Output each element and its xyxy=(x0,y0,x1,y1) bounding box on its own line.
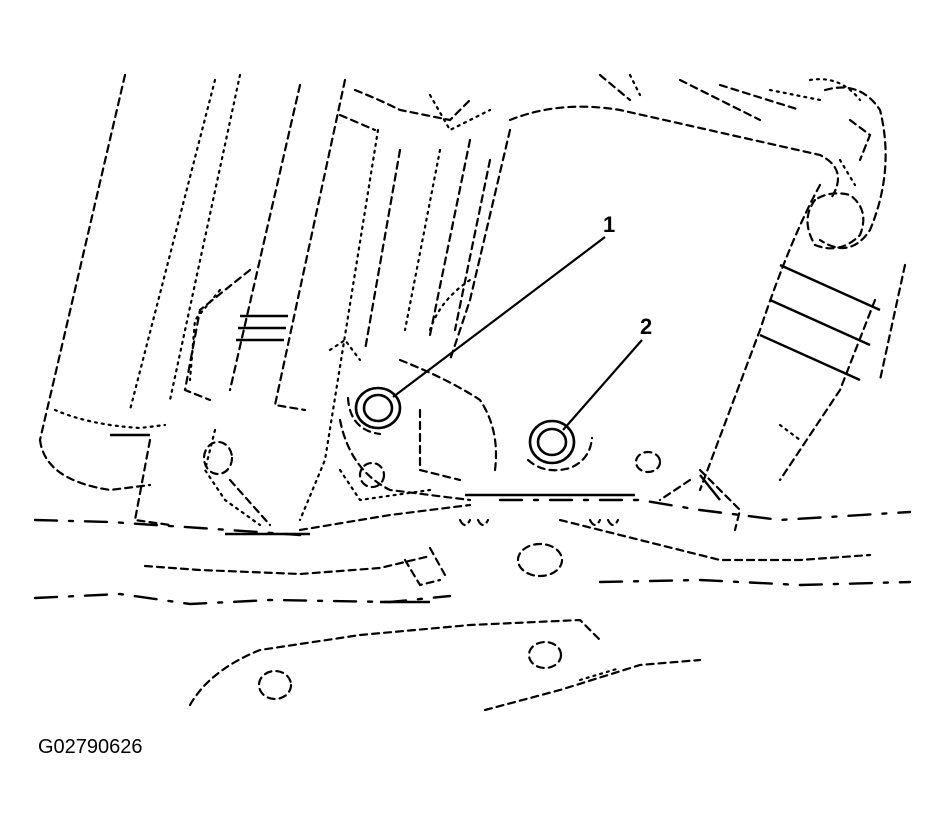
figure-id-label: G02790626 xyxy=(38,736,143,758)
bolt-2 xyxy=(526,419,594,472)
clamp-assembly xyxy=(806,78,887,250)
frame-rail xyxy=(33,493,912,712)
right-pipe xyxy=(428,73,907,532)
callout-number-1: 1 xyxy=(603,212,615,237)
left-tube-assembly xyxy=(38,73,380,527)
fastener-details xyxy=(202,440,662,701)
callout-number-2: 2 xyxy=(640,314,652,339)
bolt-1 xyxy=(346,386,402,436)
callout-leader-2 xyxy=(562,339,643,431)
callout-leader-1 xyxy=(392,236,606,398)
